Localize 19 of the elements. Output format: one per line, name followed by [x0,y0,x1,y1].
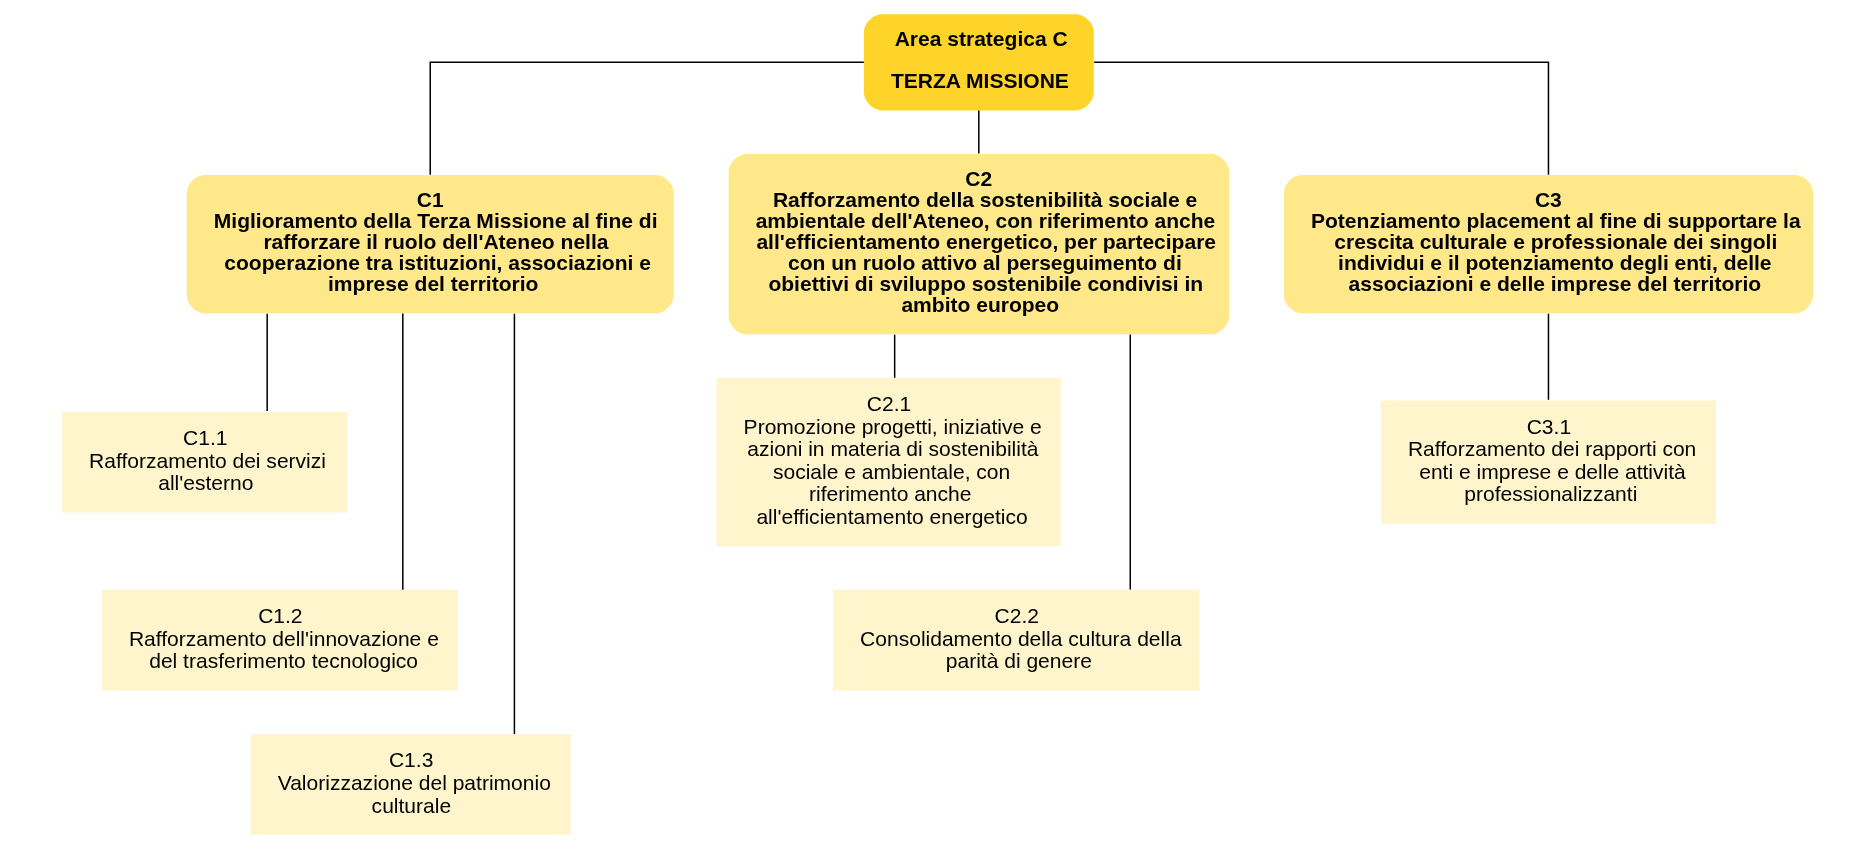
connector [429,61,865,176]
node-box: C1.2 Rafforzamento dell'innovazione e del trasferimento tecnologico [101,589,459,691]
connector [402,312,404,591]
node-box: Area strategica C TERZA MISSIONE [863,14,1094,111]
node-box: C1.1 Rafforzamento dei servizi all'esterno [62,411,348,513]
node-box: C2 Rafforzamento della sostenibilità sociale e ambientale dell'Ateneo, con riferimento anche all'efficientamento energetico, per partecipare con un ruolo attivo al perseguimento di obiettivi di sviluppo sostenibile condivisi in ambito europeo [728,153,1230,335]
node-box: C2.1 Promozione progetti, iniziative e azioni in materia di sostenibilità sociale e ambientale, con riferimento anche all'efficientamento energetico [716,377,1061,547]
connector [1547,312,1550,401]
connector [1093,61,1550,176]
connector [893,333,896,379]
node-box: C3 Potenziamento placement al fine di supportare la crescita culturale e professionale dei singoli individui e il potenziamento degli enti, delle associazioni e delle imprese del territorio [1283,175,1813,314]
node-box: C2.2 Consolidamento della cultura della parità di genere [833,589,1200,691]
node-box: C1 Miglioramento della Terza Missione al fine di rafforzare il ruolo dell'Ateneo nella cooperazione tra istituzioni, associazioni e imprese del territorio [186,175,674,314]
connector [978,109,980,155]
node-box: C1.3 Valorizzazione del patrimonio culturale [250,734,571,835]
connector [1129,333,1131,591]
connector [266,312,268,412]
node-box: C3.1 Rafforzamento dei rapporti con enti e imprese e delle attività professionalizzanti [1380,400,1717,524]
connector [513,312,516,735]
